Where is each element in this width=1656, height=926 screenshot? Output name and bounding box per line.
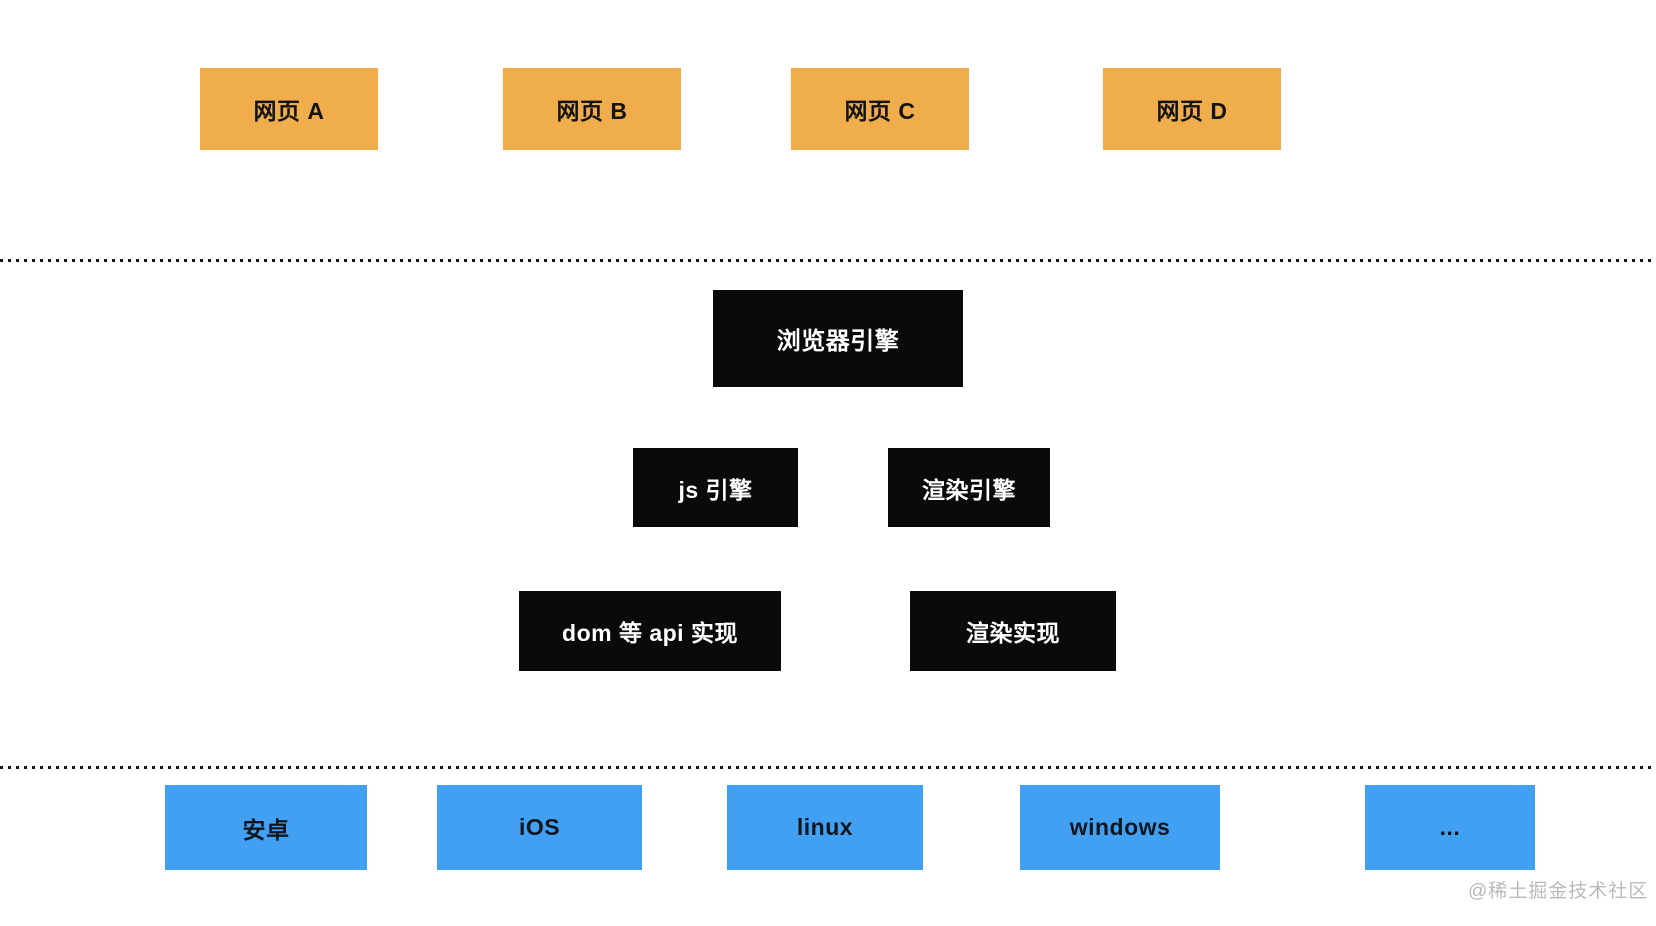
platform-box-ios: iOS xyxy=(437,785,642,870)
webpage-box-c: 网页 C xyxy=(791,68,969,150)
dom-api-implementation-box: dom 等 api 实现 xyxy=(519,591,781,671)
dotted-separator-bottom xyxy=(0,766,1656,769)
render-engine-box: 渲染引擎 xyxy=(888,448,1050,527)
platform-box-linux: linux xyxy=(727,785,923,870)
browser-engine-box: 浏览器引擎 xyxy=(713,290,963,387)
js-engine-box: js 引擎 xyxy=(633,448,798,527)
render-implementation-box: 渲染实现 xyxy=(910,591,1116,671)
webpage-box-d: 网页 D xyxy=(1103,68,1281,150)
webpage-box-b: 网页 B xyxy=(503,68,681,150)
platform-box-android: 安卓 xyxy=(165,785,367,870)
dotted-separator-top xyxy=(0,259,1656,262)
webpage-box-a: 网页 A xyxy=(200,68,378,150)
watermark-text: @稀土掘金技术社区 xyxy=(1468,881,1649,902)
platform-box-ellipsis: ... xyxy=(1365,785,1535,870)
platform-box-windows: windows xyxy=(1020,785,1220,870)
